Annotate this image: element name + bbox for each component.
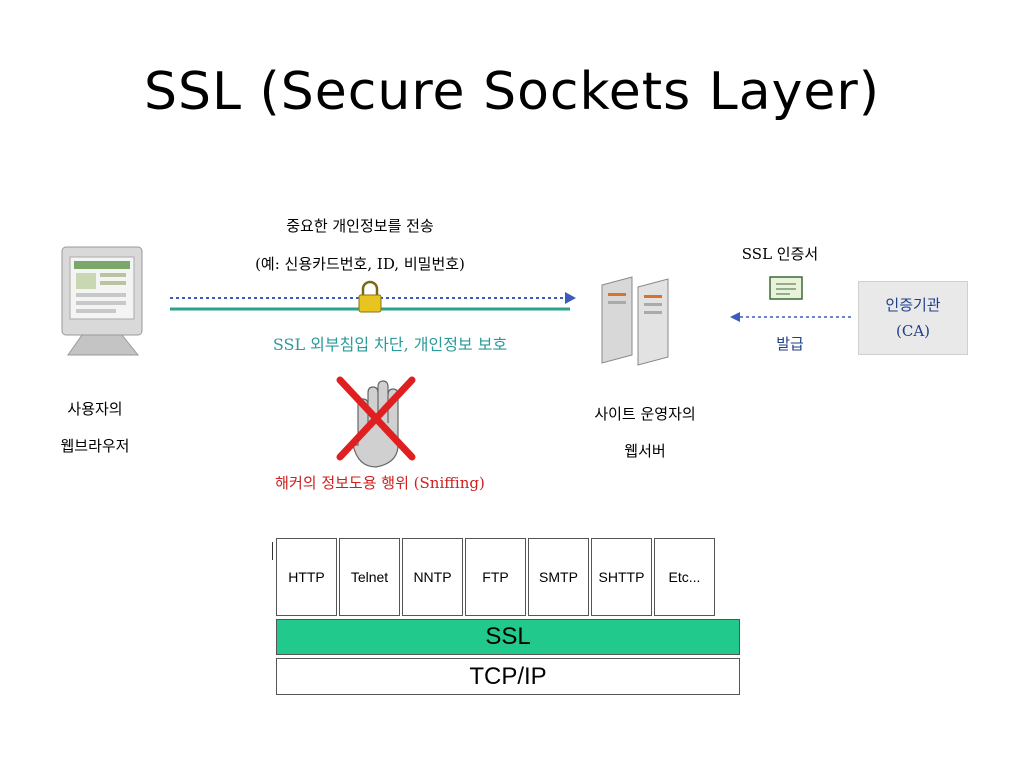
- certificate-caption: SSL 인증서: [741, 245, 819, 263]
- tcp-ip-layer: TCP/IP: [276, 658, 740, 695]
- user-caption-line2: 웹브라우저: [60, 437, 130, 455]
- protocol-stack: HTTP Telnet NNTP FTP SMTP SHTTP Etc... S…: [276, 538, 740, 696]
- hacker-caption: 해커의 정보도용 행위 (Sniffing): [275, 474, 485, 492]
- protocol-cell-etc: Etc...: [654, 538, 715, 616]
- ssl-diagram: 중요한 개인정보를 전송 (예: 신용카드번호, ID, 비밀번호) SSL 외…: [40, 195, 990, 515]
- protocol-cell-ftp: FTP: [465, 538, 526, 616]
- server-caption-line1: 사이트 운영자의: [594, 405, 696, 423]
- issue-arrow: [730, 312, 852, 322]
- hand-crossed-icon: [336, 376, 416, 468]
- ca-abbrev: (CA): [895, 322, 930, 340]
- transfer-caption-line2: (예: 신용카드번호, ID, 비밀번호): [255, 255, 465, 273]
- ssl-layer: SSL: [276, 619, 740, 655]
- protocol-cell-telnet: Telnet: [339, 538, 400, 616]
- user-caption-line1: 사용자의: [67, 400, 123, 418]
- padlock-icon: [358, 280, 382, 313]
- protocol-cell-shttp: SHTTP: [591, 538, 652, 616]
- ca-box: 인증기관 (CA): [858, 281, 968, 355]
- protocol-cell-smtp: SMTP: [528, 538, 589, 616]
- application-protocols-row: HTTP Telnet NNTP FTP SMTP SHTTP Etc...: [276, 538, 717, 616]
- protocol-cell-http: HTTP: [276, 538, 337, 616]
- diagram-graphics: [61, 246, 852, 468]
- computer-monitor-icon: [61, 246, 143, 356]
- issue-caption: 발급: [776, 335, 804, 353]
- text-cursor: [272, 542, 273, 560]
- protocol-cell-nntp: NNTP: [402, 538, 463, 616]
- server-tower-icon: [601, 276, 669, 366]
- slide-title: SSL (Secure Sockets Layer): [143, 62, 881, 122]
- transfer-caption-line1: 중요한 개인정보를 전송: [286, 217, 434, 235]
- ca-label: 인증기관: [885, 296, 941, 314]
- certificate-icon: [769, 276, 803, 300]
- server-caption-line2: 웹서버: [624, 442, 666, 460]
- ssl-protect-caption: SSL 외부침입 차단, 개인정보 보호: [272, 335, 508, 354]
